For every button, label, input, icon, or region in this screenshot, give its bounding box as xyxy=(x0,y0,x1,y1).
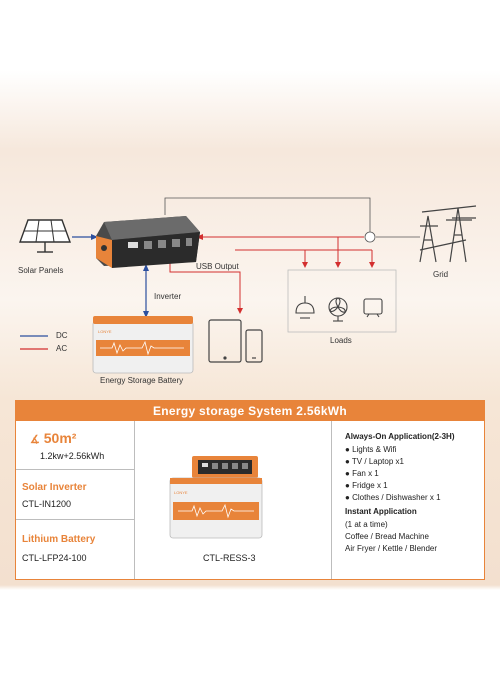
appliance-icon xyxy=(363,298,383,318)
list-item: Coffee / Bread Machine xyxy=(345,532,429,541)
instant-note: (1 at a time) xyxy=(345,520,388,529)
inverter-device-icon xyxy=(96,216,200,268)
area-value: 50m² xyxy=(43,430,77,446)
ac-wires xyxy=(169,236,373,308)
instant-title: Instant Application xyxy=(345,507,417,516)
dc-wires xyxy=(72,236,147,312)
dc-legend-label: DC xyxy=(56,331,68,340)
divider xyxy=(331,421,332,579)
svg-text:LONYE: LONYE xyxy=(174,490,188,495)
inverter-model: CTL-IN1200 xyxy=(22,499,72,509)
battery-model: CTL-LFP24-100 xyxy=(22,553,87,563)
phone-icon xyxy=(245,329,263,363)
list-item: ● Clothes / Dishwasher x 1 xyxy=(345,493,441,502)
system-diagram: LONYE xyxy=(19,197,477,374)
svg-text:LONYE: LONYE xyxy=(98,329,112,334)
spec-table: Energy storage System 2.56kWh xyxy=(15,400,485,580)
list-item: ● Fan x 1 xyxy=(345,469,379,478)
spec-table-title: Energy storage System 2.56kWh xyxy=(16,401,484,421)
area-row: ∡ 50m² xyxy=(30,430,76,446)
ac-legend-label: AC xyxy=(56,344,68,353)
divider xyxy=(16,519,134,520)
usb-output-label: USB Output xyxy=(196,262,239,271)
inverter-device-icon xyxy=(192,456,258,478)
grid-label: Grid xyxy=(433,270,449,279)
battery-icon: LONYE xyxy=(169,477,263,539)
product-image: LONYE xyxy=(169,456,263,539)
solar-panels-label: Solar Panels xyxy=(18,266,64,275)
battery-label: Energy Storage Battery xyxy=(100,376,184,385)
battery-icon: LONYE xyxy=(92,316,194,374)
lamp-icon xyxy=(295,296,315,319)
inverter-label: Inverter xyxy=(154,292,182,301)
inverter-title: Solar Inverter xyxy=(22,482,87,493)
dc-arrowheads xyxy=(91,234,149,318)
list-item: ● TV / Laptop x1 xyxy=(345,457,404,466)
grid-wire xyxy=(164,197,420,243)
capacity-value: 1.2kw+2.56kWh xyxy=(40,451,105,461)
solar-panel-icon xyxy=(19,219,71,253)
tablet-icon xyxy=(208,319,242,363)
battery-title: Lithium Battery xyxy=(22,534,96,545)
list-item: ● Fridge x 1 xyxy=(345,481,388,490)
list-item: Air Fryer / Kettle / Blender xyxy=(345,544,438,553)
divider xyxy=(134,421,135,579)
loads-box xyxy=(287,269,397,333)
fan-icon xyxy=(328,297,348,322)
ac-arrowheads xyxy=(196,234,375,314)
always-on-title: Always-On Application(2-3H) xyxy=(345,432,455,441)
solar-angle-icon: ∡ xyxy=(30,434,40,446)
list-item: ● Lights & Wifi xyxy=(345,445,397,454)
product-model: CTL-RESS-3 xyxy=(203,553,256,563)
grid-tower-icon xyxy=(419,205,477,263)
loads-label: Loads xyxy=(330,336,352,345)
divider xyxy=(16,469,134,470)
